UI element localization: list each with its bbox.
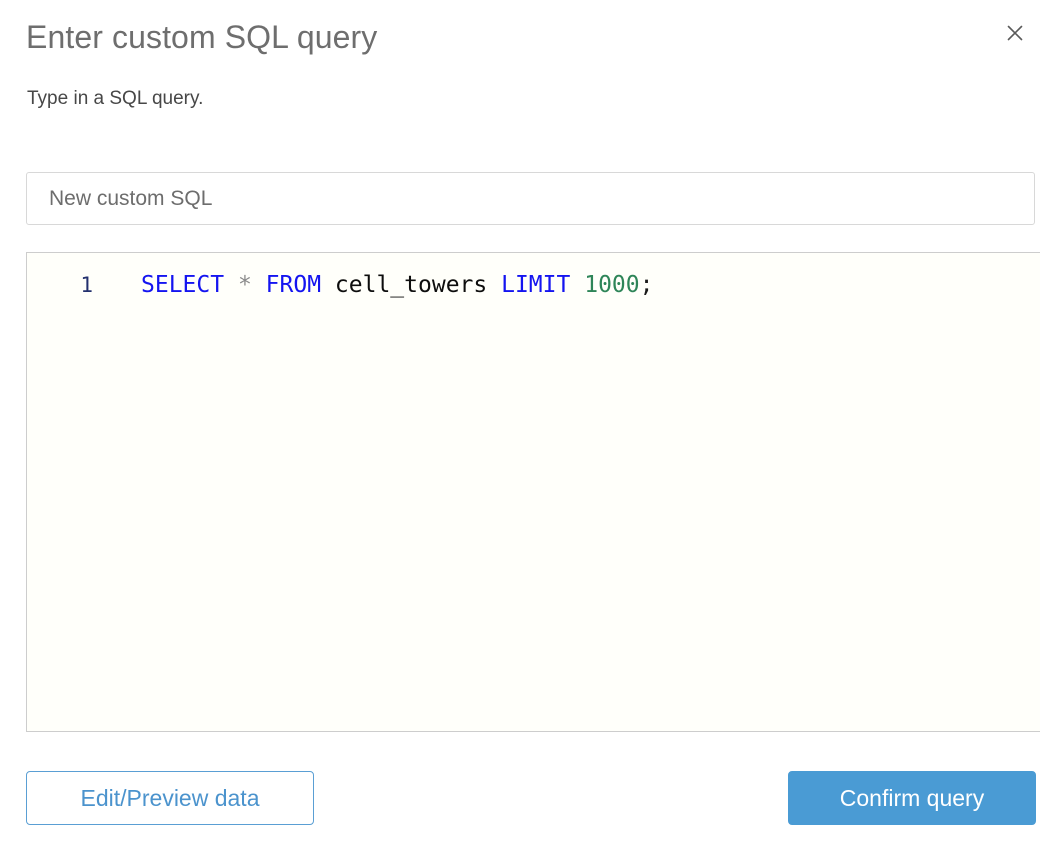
sql-token-star: * [237, 272, 252, 298]
sql-token-keyword: LIMIT [501, 272, 571, 298]
sql-token-plain [570, 272, 584, 298]
page-title: Enter custom SQL query [26, 19, 378, 55]
edit-preview-data-button[interactable]: Edit/Preview data [26, 771, 314, 825]
sql-token-punct: ; [639, 272, 654, 298]
sql-token-keyword: FROM [265, 272, 322, 298]
sql-token-plain [252, 272, 266, 298]
sql-code-line[interactable]: SELECT * FROM cell_towers LIMIT 1000; [141, 272, 653, 298]
dialog-subtitle: Type in a SQL query. [27, 88, 204, 109]
sql-token-ident: cell_towers [334, 272, 488, 298]
sql-token-keyword: SELECT [141, 272, 225, 298]
sql-token-plain [224, 272, 238, 298]
close-button[interactable] [998, 16, 1032, 50]
sql-token-number: 1000 [584, 272, 640, 298]
sql-name-input[interactable] [26, 172, 1035, 225]
sql-token-plain [321, 272, 335, 298]
confirm-query-button[interactable]: Confirm query [788, 771, 1036, 825]
editor-line-1: 1 SELECT * FROM cell_towers LIMIT 1000; [27, 268, 1040, 302]
sql-editor[interactable]: 1 SELECT * FROM cell_towers LIMIT 1000; [26, 252, 1040, 732]
close-icon [998, 16, 1032, 50]
line-number: 1 [80, 273, 93, 297]
sql-token-plain [487, 272, 501, 298]
